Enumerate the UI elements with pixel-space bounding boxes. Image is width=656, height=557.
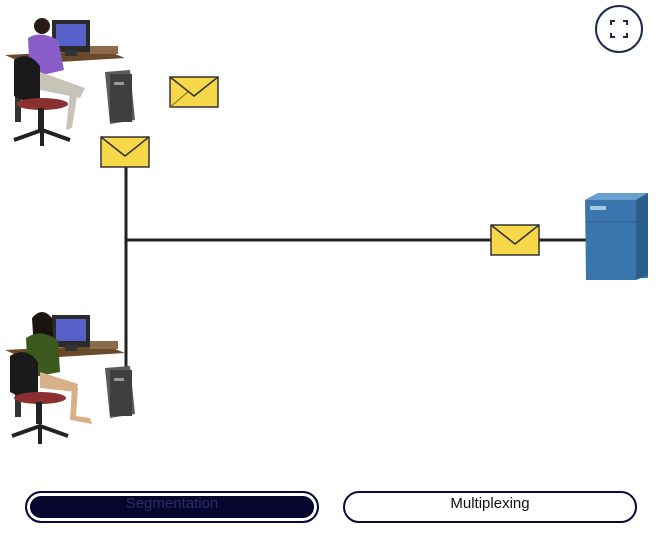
segmentation-button[interactable]: Segmentation xyxy=(25,491,319,523)
workstation-bottom-icon xyxy=(5,312,135,444)
multiplexing-button[interactable]: Multiplexing xyxy=(343,491,637,523)
envelope-icon xyxy=(100,136,150,168)
multiplexing-label: Multiplexing xyxy=(450,495,530,512)
envelope-icon xyxy=(490,224,540,256)
workstation-top-icon xyxy=(5,18,135,146)
expand-icon xyxy=(610,20,628,38)
server-icon xyxy=(585,193,648,280)
segmentation-label: Segmentation xyxy=(125,495,219,512)
envelope-icon xyxy=(169,76,219,108)
expand-button[interactable] xyxy=(595,5,643,53)
